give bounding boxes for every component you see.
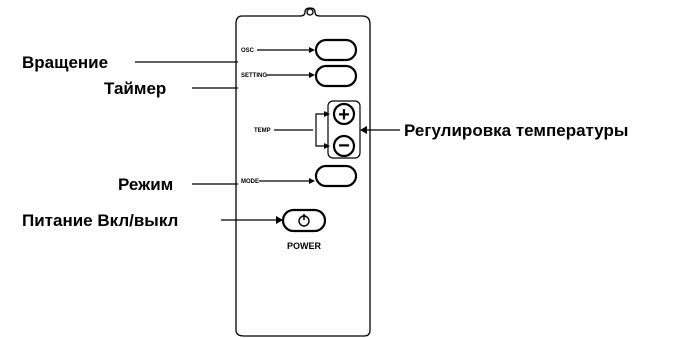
plus-icon: +: [338, 104, 350, 126]
setting-button[interactable]: [314, 64, 358, 88]
callout-temp-adjust-arrow: [360, 126, 367, 134]
power-label: POWER: [287, 241, 322, 251]
callout-temp-adjust: Регулировка температуры: [404, 121, 628, 140]
callout-power-arrow: [276, 216, 283, 224]
temp-bracket: [315, 113, 326, 147]
mode-button[interactable]: [314, 164, 358, 188]
callout-rotation: Вращение: [22, 53, 108, 72]
temp-bracket-arrow-bottom: [324, 143, 330, 149]
callout-mode: Режим: [118, 175, 173, 194]
osc-button[interactable]: [314, 38, 358, 62]
temp-rocker-outline: [327, 100, 361, 159]
minus-icon: −: [338, 135, 350, 157]
power-button[interactable]: [281, 208, 327, 233]
hang-hole: [306, 8, 314, 16]
callout-power: Питание Вкл/выкл: [22, 211, 178, 230]
mode-connector-arrow: [309, 178, 315, 184]
temp-minus-button[interactable]: [332, 134, 356, 158]
temp-bracket-arrow-top: [324, 111, 330, 117]
remote-body: [235, 7, 371, 337]
osc-connector-arrow: [309, 47, 315, 53]
mode-label: MODE: [241, 179, 259, 185]
setting-label: SETTING: [241, 73, 267, 79]
setting-connector-arrow: [309, 72, 315, 78]
callout-timer: Таймер: [104, 79, 166, 98]
temp-plus-button[interactable]: [332, 102, 356, 126]
temp-label: TEMP: [254, 128, 271, 134]
osc-label: OSC: [241, 48, 255, 54]
